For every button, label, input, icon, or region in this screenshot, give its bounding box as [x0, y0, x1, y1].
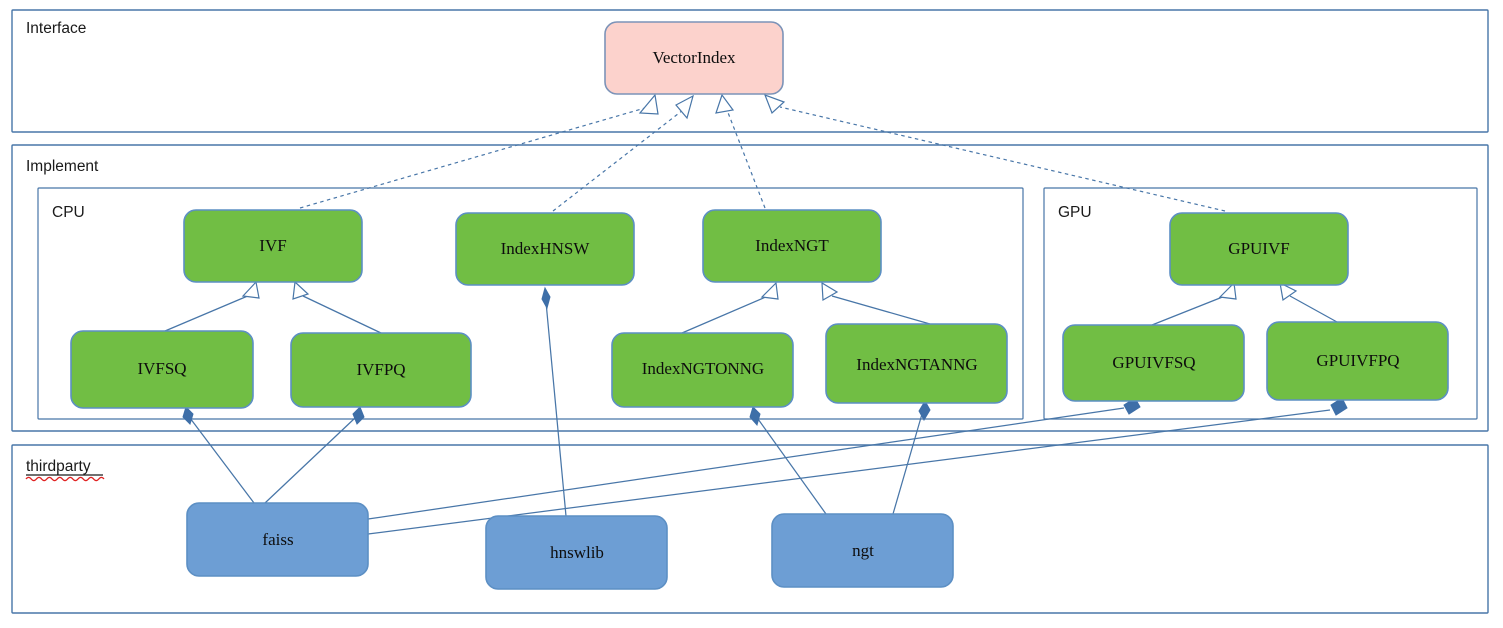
edge-indexngtonng-to-indexngt[interactable]: [681, 281, 779, 334]
edge-faiss-to-gpuivfpq[interactable]: [367, 397, 1348, 535]
node-faiss-label: faiss: [262, 530, 293, 549]
edge-indexngt-to-vectorindex[interactable]: [715, 93, 766, 209]
node-hnswlib-rect[interactable]: [485, 515, 668, 590]
node-ivfpq[interactable]: IVFPQ: [290, 332, 472, 408]
node-indexngtonng-rect[interactable]: [611, 332, 794, 408]
node-gpuivfsq-rect[interactable]: [1062, 324, 1245, 402]
node-ivfsq-rect[interactable]: [70, 330, 254, 409]
edge-hnswlib-to-indexhnsw[interactable]: [541, 286, 567, 517]
edge-ivf-to-vectorindex[interactable]: [299, 93, 659, 209]
node-ngt-label: ngt: [852, 541, 874, 560]
edge-ivfsq-to-ivf[interactable]: [164, 280, 260, 332]
container-thirdparty-rect[interactable]: [11, 444, 1489, 614]
node-indexhnsw-label: IndexHNSW: [501, 239, 591, 258]
edge-gpuivfpq-to-gpuivf[interactable]: [1279, 281, 1338, 323]
node-ivfsq[interactable]: IVFSQ: [70, 330, 254, 409]
node-indexngtanng-rect[interactable]: [825, 323, 1008, 404]
node-indexngtonng[interactable]: IndexNGTONNG: [611, 332, 794, 408]
container-gpu-label: GPU: [1058, 204, 1092, 221]
node-gpuivfsq[interactable]: GPUIVFSQ: [1062, 324, 1245, 402]
node-vectorindex-label: VectorIndex: [652, 48, 736, 67]
node-indexngtonng-label: IndexNGTONNG: [642, 359, 764, 378]
node-ivf-label: IVF: [259, 236, 286, 255]
node-ivf-rect[interactable]: [183, 209, 363, 283]
node-gpuivfpq-label: GPUIVFPQ: [1316, 351, 1399, 370]
edge-ngt-to-indexngtonng[interactable]: [749, 406, 827, 515]
edge-faiss-to-gpuivfsq[interactable]: [367, 397, 1141, 520]
node-hnswlib-label: hnswlib: [550, 543, 604, 562]
container-cpu-label: CPU: [52, 204, 85, 221]
node-indexhnsw[interactable]: IndexHNSW: [455, 212, 635, 286]
container-interface-label: Interface: [26, 20, 86, 37]
edge-indexhnsw-to-vectorindex[interactable]: [552, 94, 694, 212]
node-indexngt-label: IndexNGT: [755, 236, 829, 255]
node-indexngt[interactable]: IndexNGT: [702, 209, 882, 283]
container-thirdparty-label: thirdparty: [26, 458, 91, 475]
node-vectorindex[interactable]: VectorIndex: [604, 21, 784, 95]
node-indexngt-rect[interactable]: [702, 209, 882, 283]
node-gpuivf-rect[interactable]: [1169, 212, 1349, 286]
node-ngt-rect[interactable]: [771, 513, 954, 588]
node-gpuivfpq-rect[interactable]: [1266, 321, 1449, 401]
node-gpuivf-label: GPUIVF: [1228, 239, 1289, 258]
node-ivfpq-rect[interactable]: [290, 332, 472, 408]
node-ivf[interactable]: IVF: [183, 209, 363, 283]
node-vectorindex-rect[interactable]: [604, 21, 784, 95]
node-ivfsq-label: IVFSQ: [137, 359, 186, 378]
node-gpuivfpq[interactable]: GPUIVFPQ: [1266, 321, 1449, 401]
node-faiss-rect[interactable]: [186, 502, 369, 577]
node-faiss[interactable]: faiss: [186, 502, 369, 577]
node-ivfpq-label: IVFPQ: [356, 360, 405, 379]
node-gpuivfsq-label: GPUIVFSQ: [1112, 353, 1195, 372]
container-implement-label: Implement: [26, 158, 99, 175]
node-indexngtanng-label: IndexNGTANNG: [856, 355, 977, 374]
edge-ngt-to-indexngtanng[interactable]: [892, 400, 931, 515]
node-indexhnsw-rect[interactable]: [455, 212, 635, 286]
edge-faiss-to-ivfsq[interactable]: [182, 406, 255, 504]
edge-gpuivf-to-vectorindex[interactable]: [763, 93, 1226, 212]
node-ngt[interactable]: ngt: [771, 513, 954, 588]
node-indexngtanng[interactable]: IndexNGTANNG: [825, 323, 1008, 404]
edge-indexngtanng-to-indexngt[interactable]: [821, 281, 931, 325]
node-gpuivf[interactable]: GPUIVF: [1169, 212, 1349, 286]
node-hnswlib[interactable]: hnswlib: [485, 515, 668, 590]
edge-gpuivfsq-to-gpuivf[interactable]: [1151, 281, 1237, 326]
edge-faiss-to-ivfpq[interactable]: [264, 406, 365, 504]
edge-ivfpq-to-ivf[interactable]: [292, 280, 382, 334]
container-thirdparty[interactable]: thirdparty: [11, 444, 1489, 614]
thirdparty-spellcheck-squiggle: [25, 476, 105, 482]
